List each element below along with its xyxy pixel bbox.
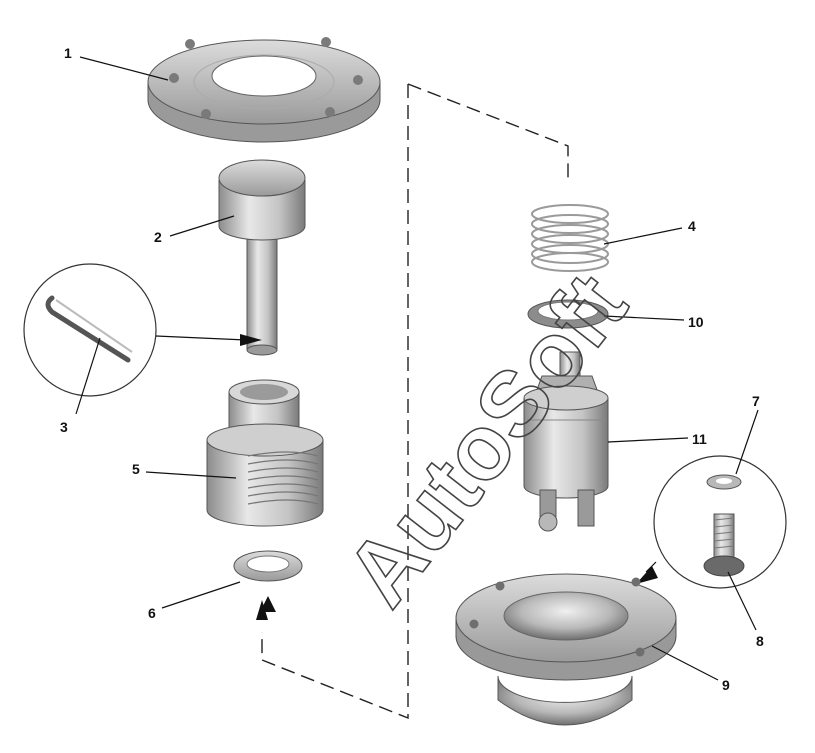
part-4-spring xyxy=(531,204,609,272)
callout-9: 9 xyxy=(722,677,730,693)
callout-3: 3 xyxy=(60,419,68,435)
callout-labels: 1 2 3 4 5 6 7 8 9 10 11 xyxy=(60,45,764,693)
callout-6: 6 xyxy=(148,605,156,621)
part-2-plunger xyxy=(218,159,306,356)
leader-lines xyxy=(75,56,759,681)
callout-4: 4 xyxy=(688,218,696,234)
callout-5: 5 xyxy=(132,461,140,477)
part-5-threaded-bushing xyxy=(206,379,324,527)
callout-2: 2 xyxy=(154,229,162,245)
part-10-snap-ring xyxy=(527,299,609,329)
part-9-housing xyxy=(455,573,677,726)
assembly-dashed-path xyxy=(261,83,569,720)
part-1-flange xyxy=(147,37,381,143)
callout-10: 10 xyxy=(688,314,704,330)
callout-8: 8 xyxy=(756,633,764,649)
callout-11: 11 xyxy=(692,431,707,447)
part-11-valve-body xyxy=(523,351,609,532)
callout-1: 1 xyxy=(64,45,72,61)
part-6-washer xyxy=(233,550,303,620)
callout-7: 7 xyxy=(752,393,760,409)
part-7-8-detail xyxy=(636,455,787,589)
part-3-cotter-pin-detail xyxy=(23,263,262,397)
